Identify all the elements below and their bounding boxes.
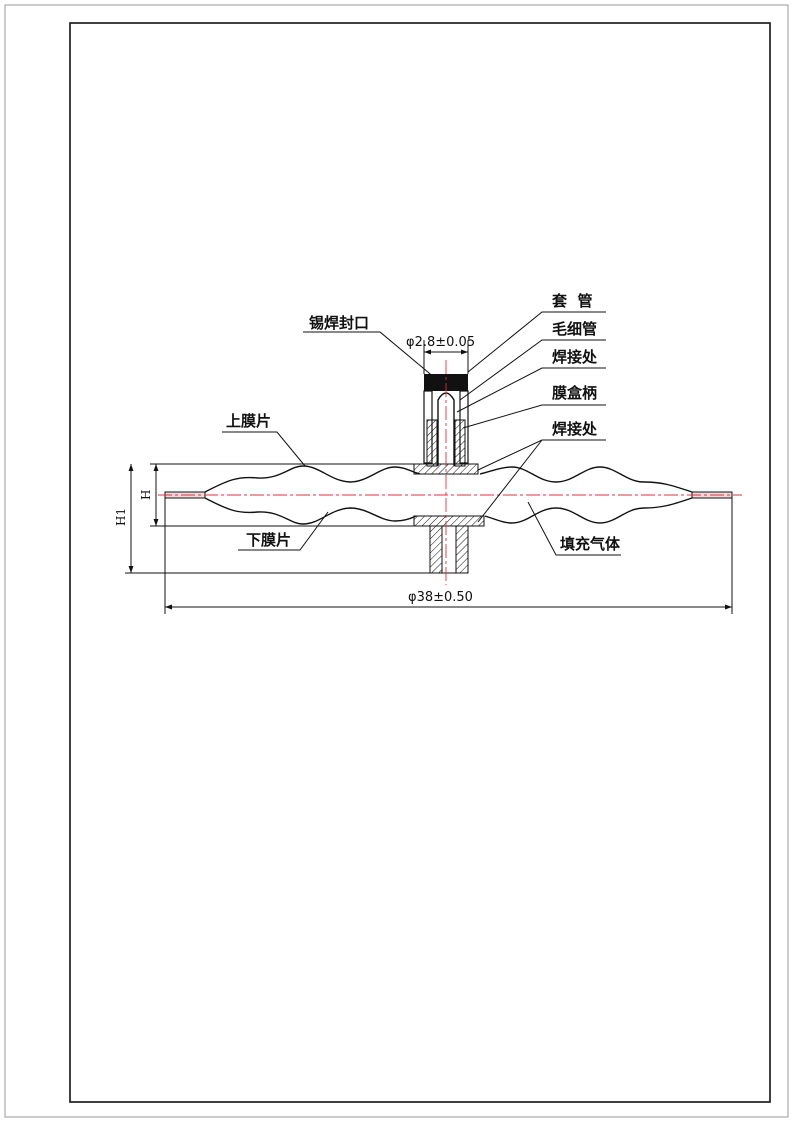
sleeve-label: 套 管 [551, 292, 592, 310]
tin-seal-label: 锡焊封口 [309, 314, 369, 332]
capsule-diameter-text: φ38±0.50 [408, 590, 473, 605]
tube-diameter-dimension: φ2.8±0.05 [406, 335, 475, 374]
upper-diaphragm [204, 465, 693, 493]
upper-diaphragm-label: 上膜片 [226, 412, 271, 430]
tin-seal [424, 374, 468, 391]
capsule-diameter-dimension: φ38±0.50 [164, 498, 733, 614]
handle-right [454, 419, 466, 467]
drawing-frame [69, 22, 771, 1103]
leaders [222, 311, 621, 556]
lower-stud-left [429, 525, 443, 574]
h1-dimension-text: H1 [114, 508, 128, 526]
fill-gas-label: 填充气体 [560, 535, 621, 553]
capsule-handle-label: 膜盒柄 [552, 384, 597, 402]
lower-diaphragm-label: 下膜片 [246, 531, 291, 549]
sheet-edge [4, 4, 789, 1118]
handle-left [426, 419, 438, 467]
capillary-label: 毛细管 [552, 320, 597, 338]
lower-stud-right [455, 525, 469, 574]
h-dimension-text: H [139, 490, 153, 500]
tube-diameter-text: φ2.8±0.05 [406, 335, 475, 350]
lower-weld-flange [413, 515, 485, 527]
weld-top-label: 焊接处 [552, 348, 598, 366]
weld-bottom-label: 焊接处 [552, 420, 598, 438]
lower-stud-core [441, 525, 457, 574]
height-dimensions: H H1 [114, 463, 430, 574]
